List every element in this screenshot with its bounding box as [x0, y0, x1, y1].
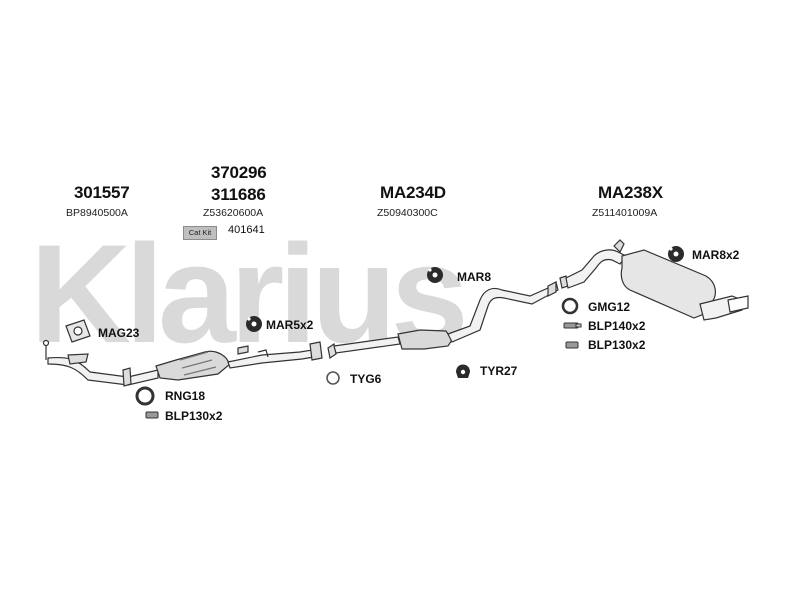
part-label-gmg12: GMG12 — [588, 300, 631, 314]
part-label-blp140: BLP140x2 — [588, 319, 646, 333]
assembly-code-cat-alt: 370296 — [211, 163, 267, 182]
mag23-gasket-icon — [65, 319, 91, 343]
part-label-rng18: RNG18 — [165, 389, 206, 403]
tyg6-ring-icon — [326, 371, 340, 385]
part-label-tyg6: TYG6 — [350, 372, 382, 386]
watermark-text: Klarius — [30, 215, 464, 372]
center-pipe — [327, 280, 559, 359]
blp130-left-bolt-icon — [145, 411, 159, 419]
cat-kit-badge: Cat Kit — [183, 226, 217, 240]
assembly-ref-cat: Z53620600A — [203, 207, 264, 219]
assembly-code-cat: 311686 — [211, 185, 266, 204]
assembly-ref-front-pipe: BP8940500A — [66, 207, 128, 219]
part-label-blp130-left: BLP130x2 — [165, 409, 223, 423]
mar8x2-rubber-mount-icon — [668, 246, 684, 262]
assembly-code-center: MA234D — [380, 183, 446, 202]
part-label-mar5: MAR5x2 — [266, 318, 314, 332]
blp140-bolt-icon — [563, 322, 582, 329]
mar8-rubber-mount-icon — [427, 267, 443, 283]
part-label-blp130-right: BLP130x2 — [588, 338, 646, 352]
assembly-code-rear: MA238X — [598, 183, 663, 202]
part-label-mar8x2: MAR8x2 — [692, 248, 740, 262]
mar5-rubber-mount-icon — [246, 316, 262, 332]
tyr27-hanger-icon — [456, 364, 470, 378]
blp130-right-bolt-icon — [565, 341, 579, 349]
gmg12-ring-icon — [561, 297, 579, 315]
assembly-ref-rear: Z511401009A — [592, 207, 658, 219]
assembly-ref-center: Z50940300C — [377, 207, 438, 219]
part-label-tyr27: TYR27 — [480, 364, 518, 378]
cat-kit-ref: 401641 — [228, 224, 265, 236]
part-label-mag23: MAG23 — [98, 326, 140, 340]
assembly-code-front-pipe: 301557 — [74, 183, 130, 202]
catalytic-converter — [155, 341, 323, 381]
front-pipe — [42, 339, 159, 387]
rng18-ring-icon — [135, 386, 155, 406]
rear-pipe — [559, 239, 749, 321]
part-label-mar8: MAR8 — [457, 270, 492, 284]
